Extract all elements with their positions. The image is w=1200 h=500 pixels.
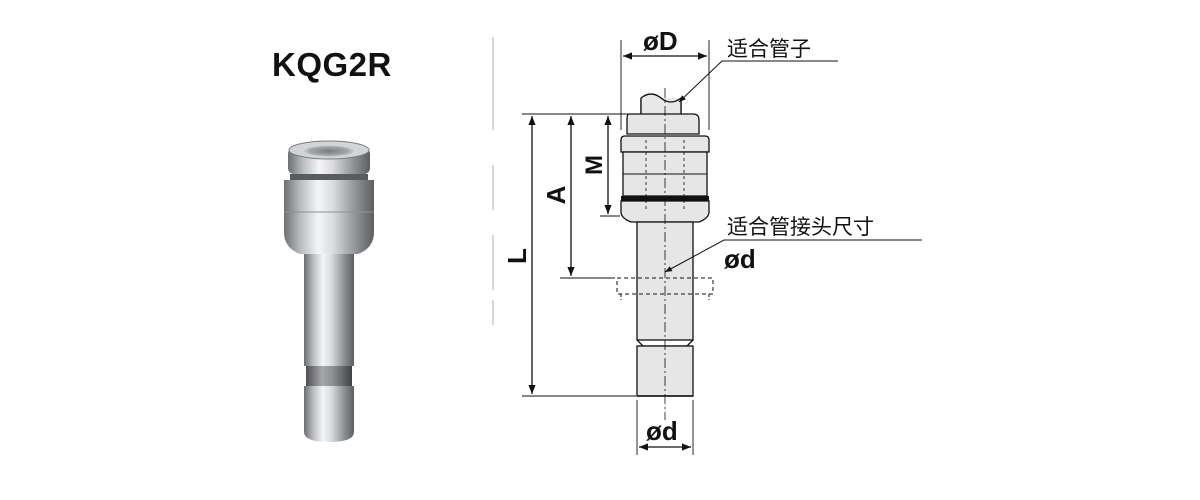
- dim-d-bottom-label: ød: [646, 416, 678, 446]
- dim-M-label: M: [581, 155, 608, 175]
- dim-d-mid-label: ød: [724, 244, 756, 274]
- dim-L-label: L: [502, 248, 532, 264]
- technical-drawing: [492, 37, 922, 455]
- dim-A-label: A: [541, 185, 571, 204]
- callout-tube-label: 适合管子: [727, 37, 811, 61]
- dim-D-label: øD: [643, 26, 678, 56]
- product-photo: [284, 140, 374, 442]
- leader-tube: [678, 60, 838, 103]
- leader-stem: [664, 239, 922, 273]
- callout-stem-label: 适合管接头尺寸: [727, 215, 874, 239]
- product-model-title: KQG2R: [272, 46, 392, 83]
